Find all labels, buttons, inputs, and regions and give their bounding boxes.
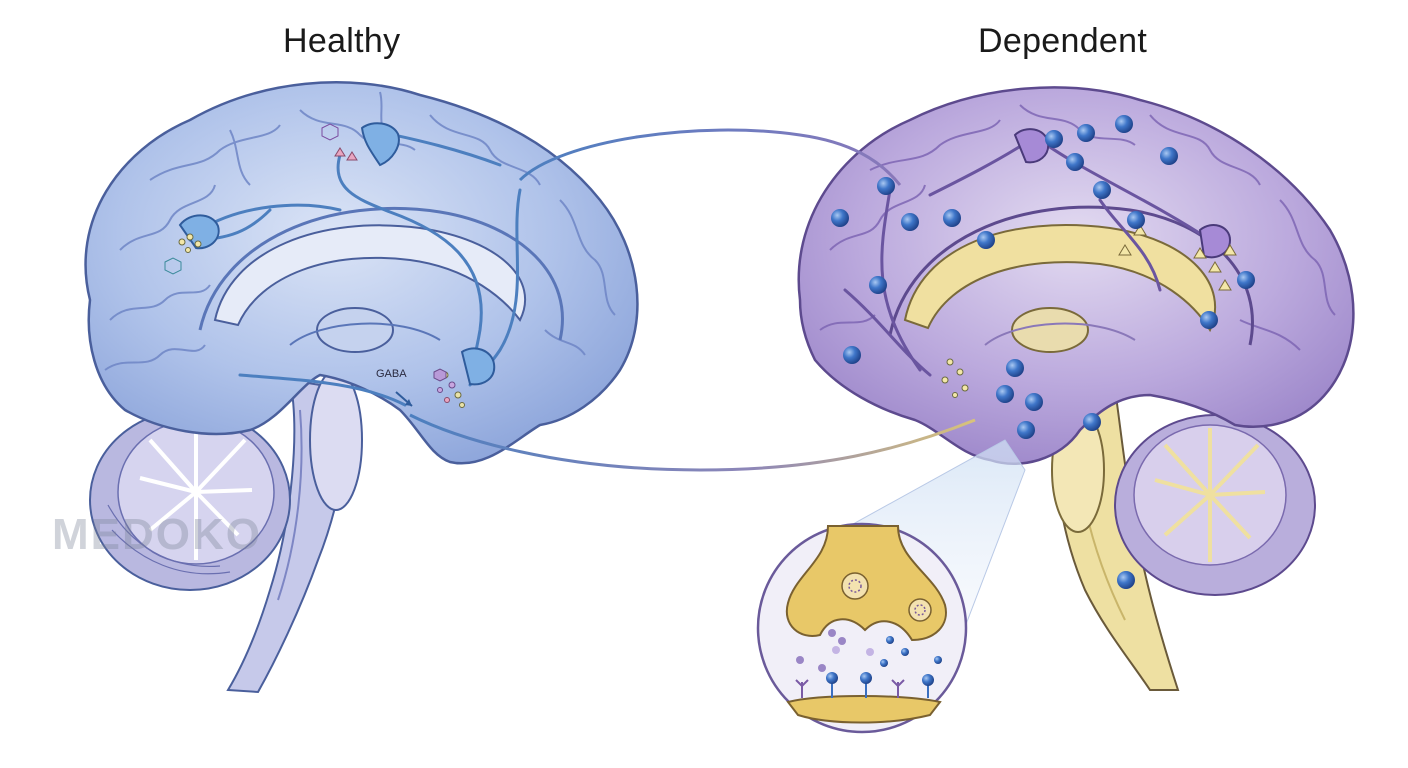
- blue-molecule: [1127, 211, 1145, 229]
- healthy-brain: [84, 81, 639, 694]
- healthy-molecules: [164, 123, 465, 408]
- healthy-neuron-left: [178, 214, 220, 250]
- blue-molecule: [1093, 181, 1111, 199]
- dependent-molecules: [941, 224, 1237, 398]
- blue-molecule: [1237, 271, 1255, 289]
- dependent-blue-molecules: [831, 115, 1255, 589]
- connecting-pathway-upper: [518, 128, 902, 186]
- blue-molecule: [1025, 393, 1043, 411]
- healthy-gyri: [104, 91, 616, 371]
- blue-molecule: [843, 346, 861, 364]
- dependent-gyri: [819, 104, 1336, 351]
- blue-molecule: [943, 209, 961, 227]
- blue-molecule: [869, 276, 887, 294]
- receptors: [795, 672, 934, 698]
- dependent-cerebrum: [797, 86, 1355, 465]
- blue-molecule: [1077, 124, 1095, 142]
- healthy-thalamus: [316, 307, 394, 353]
- dependent-title: Dependent: [978, 22, 1148, 60]
- blue-molecule: [1115, 115, 1133, 133]
- watermark: MEDOKO: [52, 510, 262, 559]
- healthy-cerebrum: [84, 81, 639, 465]
- healthy-pons: [309, 369, 363, 511]
- dependent-neuron-right: [1198, 224, 1232, 259]
- healthy-title: Healthy: [283, 22, 401, 60]
- blue-molecule: [977, 231, 995, 249]
- dependent-thalamus: [1011, 307, 1089, 353]
- dependent-brain: [797, 86, 1355, 691]
- healthy-neuron-mid: [460, 347, 496, 386]
- synaptic-vesicle: [908, 598, 932, 622]
- postsynaptic-membrane: [786, 695, 942, 724]
- blue-molecule: [831, 209, 849, 227]
- connecting-pathway-lower: [409, 413, 976, 472]
- gaba-label: GABA: [376, 368, 407, 380]
- synapse-zoom-callout: [756, 439, 1026, 734]
- dependent-cerebellum: [1114, 414, 1316, 596]
- blue-molecule: [1045, 130, 1063, 148]
- blue-molecule: [901, 213, 919, 231]
- blue-molecule: [1006, 359, 1024, 377]
- blue-molecule: [1083, 413, 1101, 431]
- healthy-neuron-top: [360, 122, 400, 167]
- blue-molecule: [877, 177, 895, 195]
- blue-molecule: [1160, 147, 1178, 165]
- blue-molecule: [996, 385, 1014, 403]
- synaptic-vesicle: [841, 572, 869, 600]
- healthy-corpus-callosum: [213, 224, 526, 327]
- blue-molecule: [1117, 571, 1135, 589]
- healthy-cerebellum: [89, 409, 291, 591]
- blue-molecule: [1200, 311, 1218, 329]
- blue-molecule: [1017, 421, 1035, 439]
- blue-molecule: [1066, 153, 1084, 171]
